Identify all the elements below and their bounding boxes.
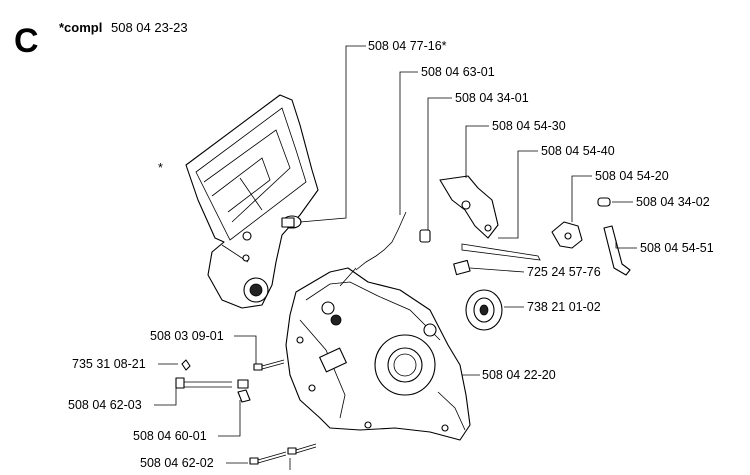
section-letter: C <box>14 22 39 60</box>
kit-part-number: 508 04 23-23 <box>111 20 188 35</box>
callout-label: 508 03 09-01 <box>150 329 224 343</box>
bracket-drawing <box>551 197 631 276</box>
lever-arm-drawing <box>439 175 541 261</box>
callout-label: 508 04 62-02 <box>140 456 214 470</box>
callout-label: 508 04 60-01 <box>133 429 207 443</box>
callout-label: 508 04 54-30 <box>492 119 566 133</box>
cover-plate-drawing <box>185 94 319 309</box>
crankcase-drawing <box>285 267 471 441</box>
callout-label: 508 04 63-01 <box>421 65 495 79</box>
callout-label: 508 04 62-03 <box>68 398 142 412</box>
callout-label: 725 24 57-76 <box>527 265 601 279</box>
callout-label: 738 21 01-02 <box>527 300 601 314</box>
screws-drawing <box>175 359 317 465</box>
callout-label: 508 04 77-16* <box>368 39 447 53</box>
callout-label: 508 04 34-01 <box>455 91 529 105</box>
bushing-drawing <box>419 229 431 243</box>
callout-label: 508 04 54-51 <box>640 241 714 255</box>
kit-key: *compl <box>59 20 102 35</box>
callout-label: 508 04 54-40 <box>541 144 615 158</box>
callout-label: 508 04 54-20 <box>595 169 669 183</box>
block-drawing <box>453 259 471 276</box>
spring-drawing <box>355 211 407 271</box>
callout-label: 508 04 34-02 <box>636 195 710 209</box>
bearing-drawing <box>465 289 503 331</box>
asterisk-marker: * <box>158 161 163 175</box>
callout-label: 508 04 22-20 <box>482 368 556 382</box>
leader-lines <box>154 45 637 470</box>
callout-label: 735 31 08-21 <box>72 357 146 371</box>
